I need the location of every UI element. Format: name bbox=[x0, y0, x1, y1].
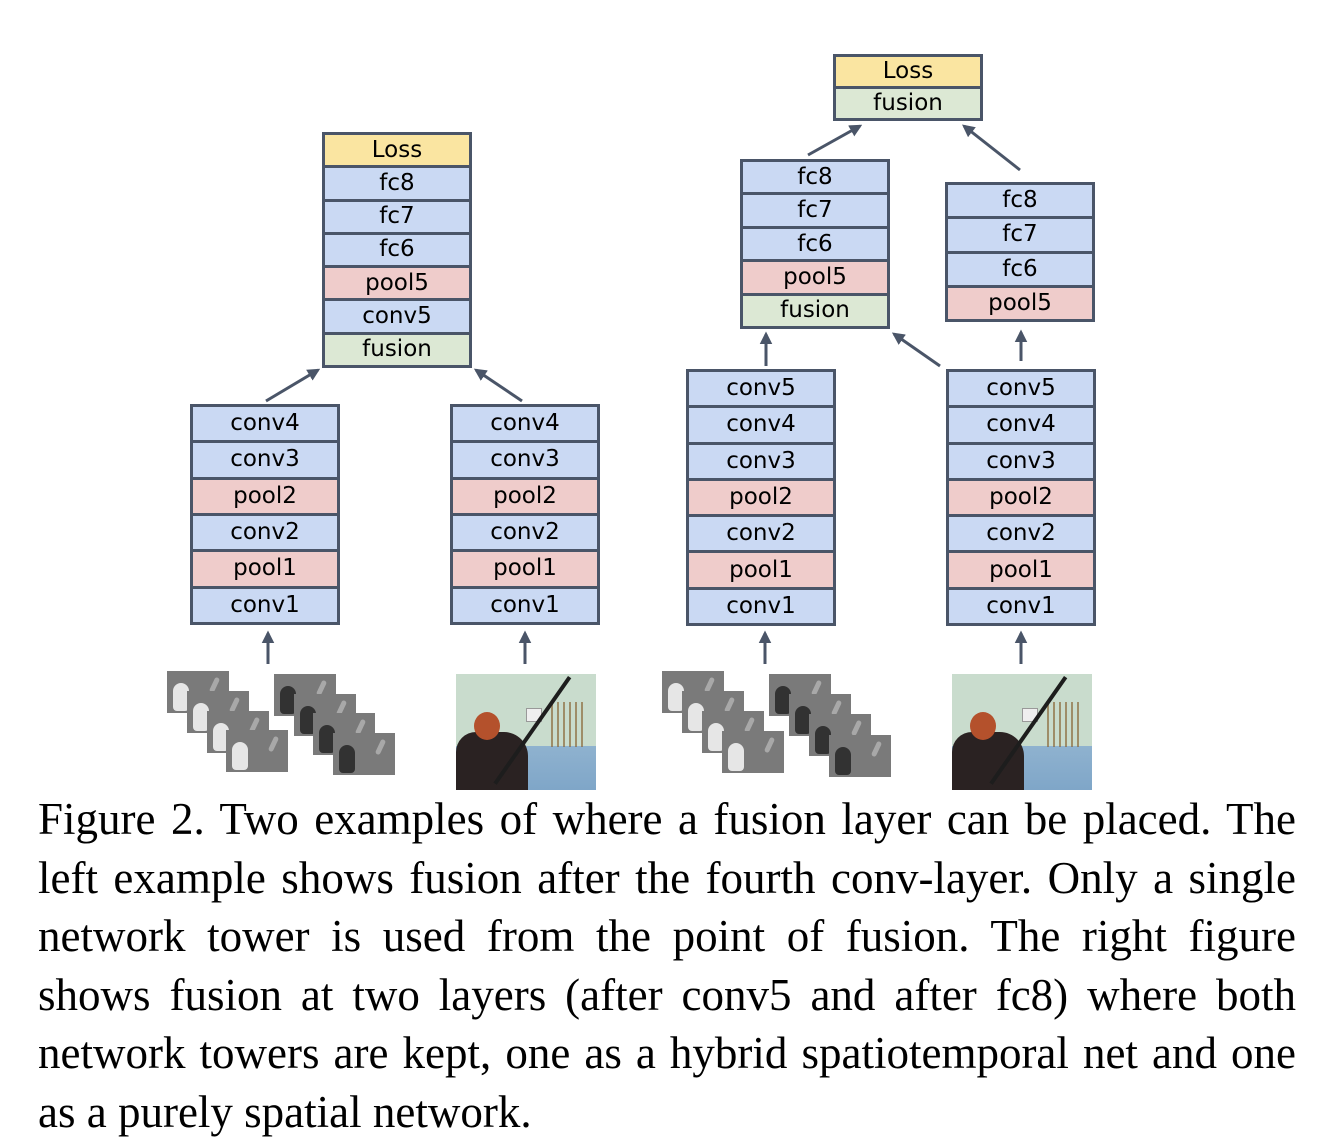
layer-fc7: fc7 bbox=[743, 195, 887, 226]
flow-frame-x-4 bbox=[722, 731, 784, 773]
arrow-left-spatial-to-fusion bbox=[473, 368, 523, 403]
figure-caption: Figure 2. Two examples of where a fusion… bbox=[38, 794, 1296, 1137]
layer-conv4: conv4 bbox=[193, 407, 337, 441]
layer-pool1: pool1 bbox=[689, 553, 833, 587]
layer-conv3: conv3 bbox=[453, 443, 597, 477]
right-rgb-frame-image bbox=[952, 674, 1092, 790]
layer-conv2: conv2 bbox=[689, 517, 833, 551]
layer-loss: Loss bbox=[325, 135, 469, 166]
layer-conv3: conv3 bbox=[193, 443, 337, 477]
layer-fc6: fc6 bbox=[325, 234, 469, 266]
arrow-right-hybrid-to-top-fusion bbox=[807, 124, 863, 157]
layer-conv2: conv2 bbox=[193, 515, 337, 550]
layer-conv5: conv5 bbox=[949, 372, 1093, 406]
flow-frame-y-4 bbox=[829, 735, 891, 777]
flow-frame-x-4 bbox=[226, 730, 288, 772]
layer-conv3: conv3 bbox=[689, 444, 833, 478]
layer-fc6: fc6 bbox=[743, 228, 887, 260]
layer-pool1: pool1 bbox=[949, 553, 1093, 587]
layer-fc8: fc8 bbox=[325, 168, 469, 199]
layer-conv1: conv1 bbox=[193, 588, 337, 622]
layer-fusion: fusion bbox=[836, 89, 980, 118]
layer-fusion: fusion bbox=[743, 295, 887, 327]
layer-fusion: fusion bbox=[325, 334, 469, 365]
layer-fc8: fc8 bbox=[743, 162, 887, 193]
layer-loss: Loss bbox=[836, 57, 980, 86]
layer-fc6: fc6 bbox=[948, 253, 1092, 285]
layer-conv1: conv1 bbox=[453, 588, 597, 622]
arrow-right-spatial-to-top-fusion bbox=[962, 124, 1021, 172]
layer-pool1: pool1 bbox=[193, 552, 337, 586]
layer-pool5: pool5 bbox=[325, 268, 469, 299]
layer-conv2: conv2 bbox=[949, 517, 1093, 551]
layer-conv4: conv4 bbox=[949, 408, 1093, 442]
layer-pool1: pool1 bbox=[453, 552, 597, 586]
layer-conv4: conv4 bbox=[689, 408, 833, 442]
layer-conv5: conv5 bbox=[325, 301, 469, 332]
layer-pool2: pool2 bbox=[689, 480, 833, 515]
layer-fc7: fc7 bbox=[325, 201, 469, 232]
layer-conv4: conv4 bbox=[453, 407, 597, 441]
connection-arrows bbox=[261, 124, 1028, 664]
layer-fc8: fc8 bbox=[948, 185, 1092, 217]
layer-conv5: conv5 bbox=[689, 372, 833, 406]
layer-conv2: conv2 bbox=[453, 515, 597, 550]
layer-pool2: pool2 bbox=[193, 479, 337, 513]
layer-fc7: fc7 bbox=[948, 219, 1092, 251]
layer-conv1: conv1 bbox=[949, 589, 1093, 623]
layer-conv3: conv3 bbox=[949, 444, 1093, 478]
layer-pool2: pool2 bbox=[453, 479, 597, 513]
arrow-right-spatial-conv5-to-hybrid-fusion bbox=[891, 332, 941, 368]
layer-conv1: conv1 bbox=[689, 589, 833, 623]
layer-pool5: pool5 bbox=[948, 287, 1092, 319]
flow-frame-y-4 bbox=[333, 733, 395, 775]
layer-pool2: pool2 bbox=[949, 480, 1093, 515]
layer-pool5: pool5 bbox=[743, 262, 887, 293]
left-rgb-frame-image bbox=[456, 674, 596, 790]
right-top-fusion: Loss fusion bbox=[833, 54, 983, 121]
arrow-left-temporal-to-fusion bbox=[265, 368, 321, 403]
